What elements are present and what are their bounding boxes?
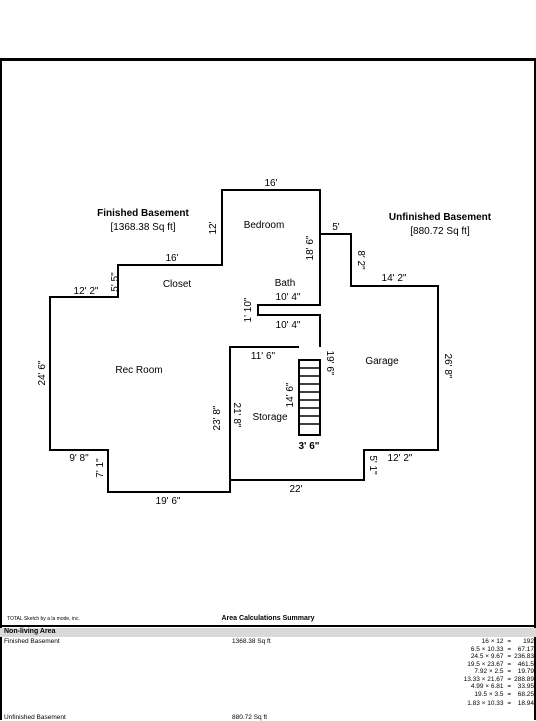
calc-row: 19.5 × 3.5=68.25: [474, 690, 534, 698]
dim-stair-14-6: 14' 6": [285, 382, 296, 407]
dim-five: 5': [332, 222, 340, 233]
bath-wall: [257, 234, 321, 347]
dim-rec-24-6: 24' 6": [37, 360, 48, 385]
dim-right-5-1: 5' 1": [367, 455, 378, 475]
dim-bath-18-6: 18' 6": [305, 235, 316, 260]
room-bath: Bath: [275, 278, 296, 289]
calc-row: 4.99 × 6.81=33.95: [470, 683, 534, 690]
calc-row: 24.5 × 9.67=236.83: [470, 653, 534, 660]
stair-treads: [299, 367, 320, 425]
room-bedroom: Bedroom: [244, 220, 285, 231]
dim-bottom-19-6: 19' 6": [156, 496, 181, 507]
calc-row: 7.92 × 2.5=19.79: [474, 668, 534, 675]
footer-divider: [0, 625, 536, 627]
row-unfinished-area: 880.72 Sq ft: [232, 714, 268, 721]
dim-bath-10-4-bottom: 10' 4": [276, 320, 301, 331]
room-storage: Storage: [252, 412, 287, 423]
unfinished-title: Unfinished Basement: [389, 212, 492, 223]
dim-storage-21-8: 21' 8": [231, 403, 242, 428]
sketch-sheet: [0, 58, 536, 720]
storage-wall: [229, 346, 299, 480]
dim-closet-5-5: 5' 5": [110, 272, 121, 292]
dim-stair-3-6: 3' 6": [298, 441, 319, 452]
dim-right-12-2: 12' 2": [388, 453, 413, 464]
room-garage: Garage: [365, 356, 399, 367]
dim-top-16: 16': [264, 178, 277, 189]
dim-garage-26-8: 26' 8": [442, 354, 453, 379]
dim-left-9-8: 9' 8": [69, 453, 89, 464]
calc-row: 13.33 × 21.67=288.89: [463, 675, 534, 683]
area-calculations: 16 × 12=192 6.5 × 10.33=67.17 24.5 × 9.6…: [458, 638, 536, 708]
footer-credit: TOTAL Sketch by a la mode, inc.: [7, 616, 80, 622]
calc-row: 6.5 × 10.33=67.17: [470, 645, 534, 653]
finished-area: [1368.38 Sq ft]: [110, 222, 175, 233]
calc-row: 16 × 12=192: [481, 638, 534, 645]
dim-storage-11-6: 11' 6": [251, 351, 276, 362]
unfinished-area: [880.72 Sq ft]: [410, 226, 470, 237]
non-living-area-label: Non-living Area: [4, 628, 56, 635]
dim-bottom-22: 22': [289, 484, 302, 495]
dim-storage-23-8: 23' 8": [212, 405, 223, 430]
dim-bath-10-4-top: 10' 4": [276, 292, 301, 303]
basement-outline: [49, 189, 439, 493]
finished-title: Finished Basement: [97, 208, 189, 219]
row-finished-area: 1368.38 Sq ft: [232, 638, 271, 645]
dim-one-10: 1' 10": [243, 297, 254, 322]
calc-row: 1.83 × 10.33=18.94: [467, 700, 534, 707]
row-unfinished-label: Unfinished Basement: [4, 714, 66, 721]
calc-row: 19.5 × 23.67=461.5: [467, 660, 534, 668]
dim-stair-19-6: 19' 6": [324, 351, 335, 376]
dim-left-12-2: 12' 2": [74, 286, 99, 297]
dim-closet-16: 16': [165, 253, 178, 264]
dim-eight-2: 8' 2": [355, 250, 366, 270]
dim-garage-14-2: 14' 2": [382, 273, 407, 284]
dim-bedroom-12: 12': [208, 221, 219, 234]
non-living-area-header: Non-living Area: [0, 628, 536, 637]
row-finished-label: Finished Basement: [4, 638, 60, 645]
room-closet: Closet: [163, 279, 192, 290]
area-summary-title: Area Calculations Summary: [221, 615, 315, 622]
room-rec-room: Rec Room: [115, 365, 162, 376]
stair-outline: [298, 359, 321, 436]
dim-left-7-1: 7' 1": [95, 458, 106, 478]
